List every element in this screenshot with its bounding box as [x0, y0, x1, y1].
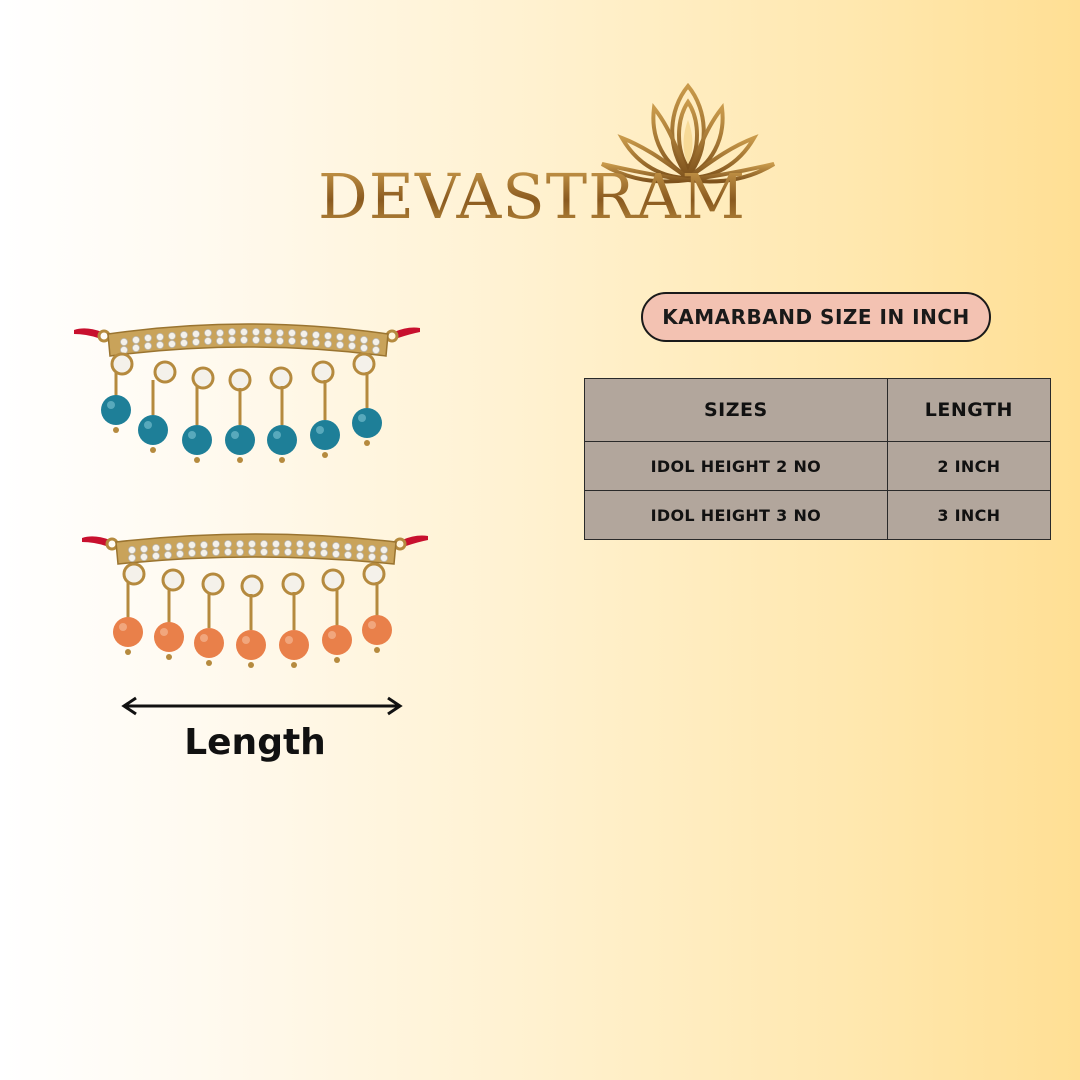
- double-arrow-icon: [121, 696, 403, 716]
- kamarband-teal-image: [74, 323, 420, 463]
- lotus-icon: [600, 82, 776, 184]
- table-cell-size: IDOL HEIGHT 2 NO: [584, 441, 888, 491]
- table-header-row: SIZES LENGTH: [584, 378, 1052, 442]
- brand-logo: DEVASTRAM: [300, 80, 780, 250]
- brand-name: DEVASTRAM: [318, 166, 778, 228]
- table-cell-length: 2 INCH: [886, 441, 1052, 491]
- header-sizes: SIZES: [584, 378, 888, 442]
- table-cell-size: IDOL HEIGHT 3 NO: [584, 490, 888, 540]
- header-length: LENGTH: [886, 378, 1052, 442]
- table-row: IDOL HEIGHT 3 NO 3 INCH: [584, 490, 1052, 540]
- table-row: IDOL HEIGHT 2 NO 2 INCH: [584, 441, 1052, 491]
- table-cell-length: 3 INCH: [886, 490, 1052, 540]
- size-chart-title: KAMARBAND SIZE IN INCH: [641, 292, 991, 342]
- size-table: SIZES LENGTH IDOL HEIGHT 2 NO 2 INCH IDO…: [584, 378, 1052, 540]
- kamarband-orange-image: [82, 533, 428, 668]
- length-label: Length: [184, 722, 326, 763]
